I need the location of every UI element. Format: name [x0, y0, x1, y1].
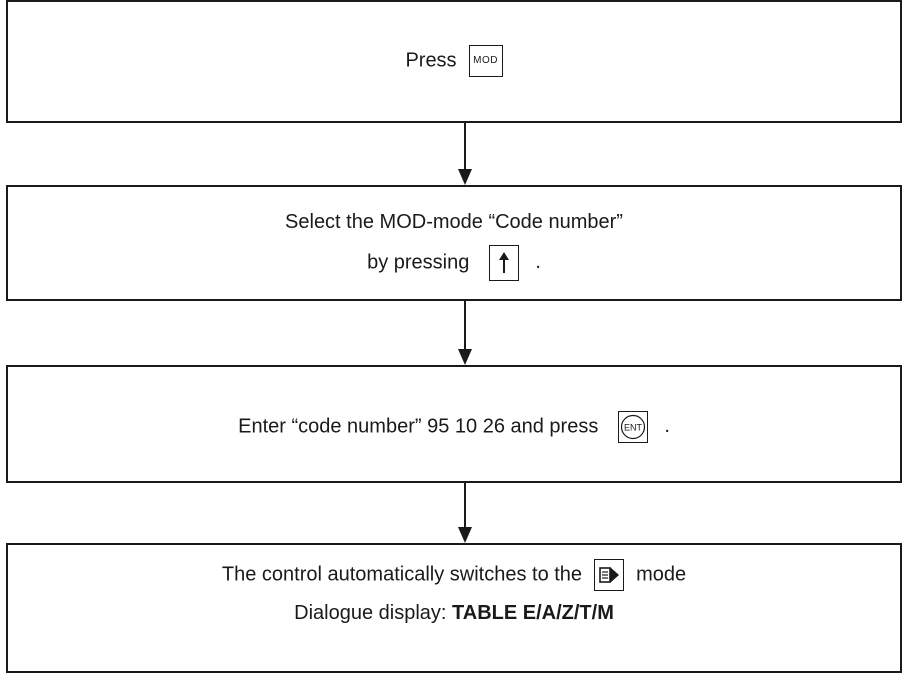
arrowhead-2: [458, 349, 472, 365]
up-arrow-key: [489, 245, 520, 281]
program-run-icon: [599, 567, 620, 583]
arrowhead-1: [458, 169, 472, 185]
step-1-box: Press MOD: [6, 0, 902, 123]
program-run-key: [594, 559, 625, 591]
connector-3: [464, 483, 466, 529]
ent-key: ENT: [618, 411, 649, 443]
step-3-period: .: [664, 415, 670, 438]
dialogue-value: TABLE E/A/Z/T/M: [452, 602, 614, 624]
connector-1: [464, 123, 466, 171]
step-2-box: Select the MOD-mode “Code number” by pre…: [6, 185, 902, 301]
ent-key-label: ENT: [624, 423, 643, 433]
arrowhead-3: [458, 527, 472, 543]
step-4-text-after: mode: [636, 563, 687, 586]
step-2-period: .: [535, 251, 541, 274]
step-4-text-before: The control automatically switches to th…: [221, 563, 583, 586]
dialogue-label: Dialogue display:: [294, 602, 447, 624]
step-4-line-1: The control automatically switches to th…: [8, 559, 900, 591]
mod-key: MOD: [468, 45, 503, 77]
up-arrow-icon: [499, 252, 510, 273]
step-3-box: Enter “code number” 95 10 26 and press EN…: [6, 365, 902, 483]
step-2-text: by pressing: [367, 251, 470, 274]
step-1-line: Press MOD: [8, 45, 900, 77]
step-4-box: The control automatically switches to th…: [6, 543, 902, 673]
step-4-line-2: Dialogue display: TABLE E/A/Z/T/M: [8, 602, 900, 625]
step-2-line-1: Select the MOD-mode “Code number”: [285, 211, 623, 233]
step-3-text: Enter “code number” 95 10 26 and press: [238, 415, 599, 438]
step-3-line: Enter “code number” 95 10 26 and press EN…: [8, 411, 900, 443]
step-2-line-2: by pressing.: [8, 245, 900, 281]
step-1-text: Press: [405, 49, 457, 72]
connector-2: [464, 301, 466, 351]
